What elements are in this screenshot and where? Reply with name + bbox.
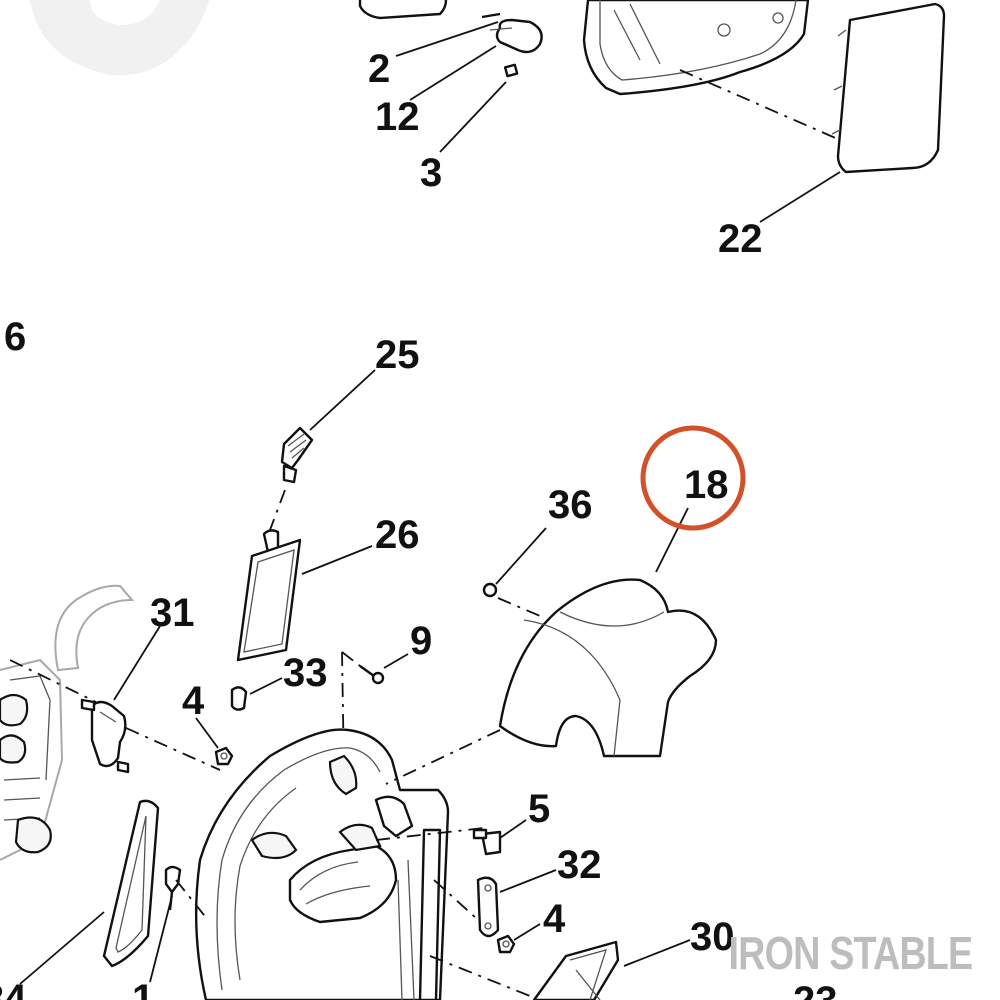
callout-12: 12 — [375, 95, 420, 139]
callout-9: 9 — [410, 619, 432, 663]
callout-3: 3 — [420, 151, 442, 195]
backplate-housing-part — [194, 728, 450, 1000]
breather-valve-part — [280, 426, 314, 484]
callout-33: 33 — [283, 651, 328, 695]
callout-36: 36 — [548, 483, 593, 527]
leader-31 — [113, 625, 161, 701]
airbox-housing-part — [582, 0, 810, 96]
dash-36-to-18 — [497, 597, 541, 617]
leader-2 — [395, 21, 499, 57]
callout-23: 23 — [793, 979, 838, 1000]
callout-26: 26 — [375, 513, 420, 557]
leader-34 — [19, 911, 105, 985]
callout-4-upper: 4 — [182, 679, 205, 723]
screw-1-part — [164, 865, 182, 911]
callout-6: 6 — [4, 315, 26, 359]
watermark-text: IRON STABLE — [728, 927, 973, 979]
dash-housing-to-filter — [679, 69, 841, 141]
pin-33-part — [230, 686, 248, 711]
callout-25: 25 — [375, 333, 420, 377]
leader-4-upper — [195, 717, 219, 749]
leader-22 — [759, 171, 841, 223]
breather-plate-part — [236, 529, 302, 662]
callout-30: 30 — [690, 915, 735, 959]
leader-4-lower — [513, 923, 541, 941]
callout-4-lower: 4 — [543, 897, 566, 941]
screw-9-part — [359, 665, 385, 685]
dash-9-horizontal — [341, 651, 361, 667]
leader-18 — [655, 507, 689, 573]
leader-32 — [499, 869, 557, 893]
dash-bracket-to-housing — [125, 727, 221, 771]
dash-housing-to-5 — [375, 827, 485, 841]
callout-5: 5 — [528, 787, 550, 831]
callout-1: 1 — [132, 977, 154, 1000]
intake-hose-part — [0, 584, 135, 861]
top-bracket-part — [358, 0, 448, 20]
gasket-34-part — [102, 799, 160, 968]
leader-36 — [495, 527, 547, 585]
highlight-ring-18 — [640, 425, 746, 531]
leader-25 — [309, 369, 376, 431]
callout-18: 18 — [684, 463, 729, 507]
strap-32-part — [476, 876, 500, 938]
background-logo-fragment — [30, 0, 210, 76]
callout-2: 2 — [368, 47, 390, 91]
dash-housing-to-30 — [429, 955, 541, 1000]
air-filter-element-part — [831, 2, 946, 174]
leader-33 — [249, 677, 283, 695]
hose-clamp-part — [481, 12, 543, 78]
leader-3 — [439, 81, 507, 153]
washer-36-part — [482, 582, 498, 598]
dash-hose-to-bracket — [9, 659, 97, 703]
air-cleaner-cover-part — [498, 578, 718, 758]
callout-34: 34 — [0, 977, 27, 1000]
leader-9 — [383, 653, 409, 669]
dash-18-to-housing — [385, 729, 501, 785]
leader-26 — [301, 545, 373, 575]
callout-32: 32 — [557, 843, 602, 887]
nut-4-upper-part — [214, 746, 234, 766]
cover-plate-30-part — [532, 940, 620, 1000]
leader-12 — [409, 45, 497, 101]
dash-25-to-26 — [269, 489, 286, 531]
leader-1 — [149, 895, 173, 983]
clip-5-part — [472, 828, 502, 856]
leader-5 — [499, 819, 527, 839]
dash-strap-to-housing — [433, 879, 477, 919]
leader-30 — [623, 939, 691, 967]
nut-4-lower-part — [496, 934, 516, 954]
callout-22: 22 — [718, 217, 763, 261]
mount-bracket-31-part — [80, 698, 130, 774]
dash-1-to-housing — [175, 879, 209, 921]
callout-31: 31 — [150, 591, 195, 635]
